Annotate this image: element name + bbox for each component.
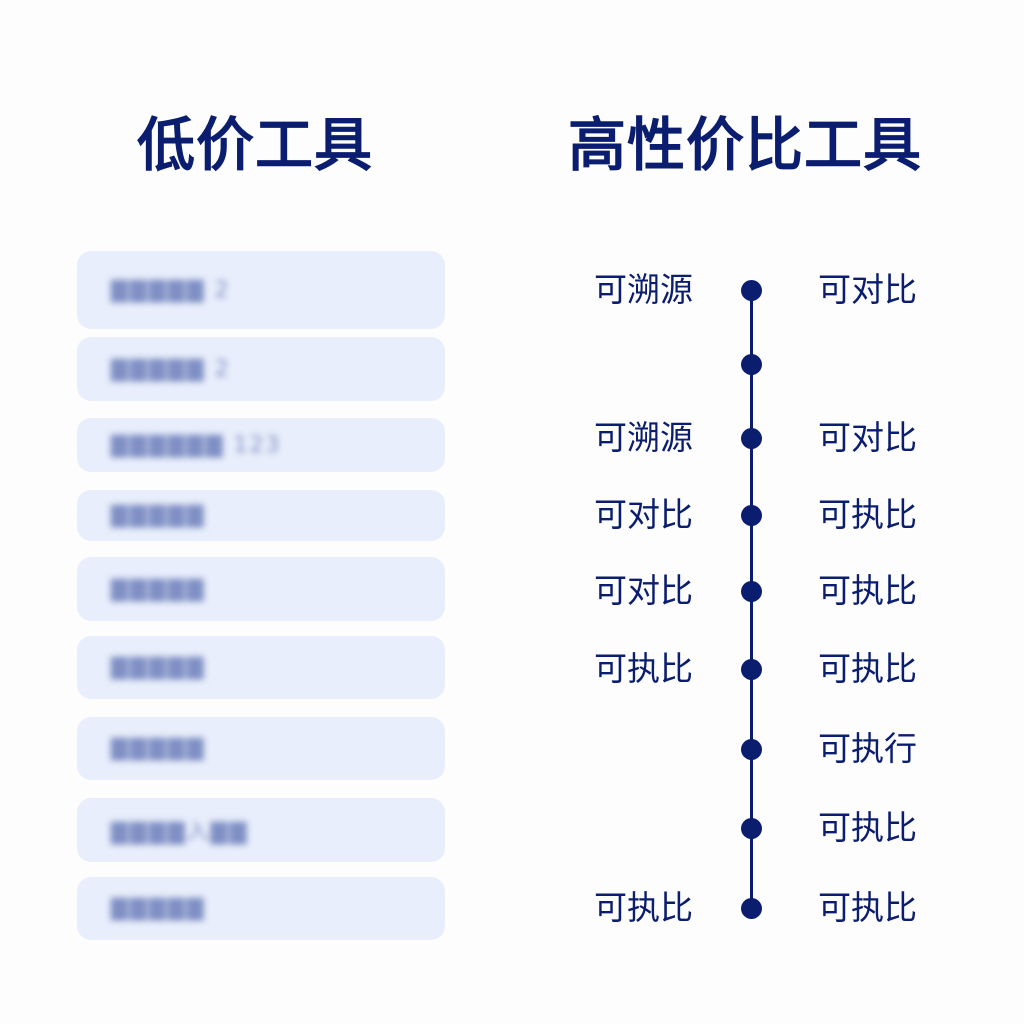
list-item-text: ▇▇▇▇入▇▇ (111, 820, 249, 845)
timeline-right-label: 可执比 (818, 495, 917, 534)
left-title: 低价工具 (136, 111, 373, 179)
list-item: ▇▇▇▇▇▇ 123 (77, 418, 445, 472)
list-item-text: ▇▇▇▇▇ (111, 736, 206, 761)
list-item-text: ▇▇▇▇▇ (111, 655, 206, 680)
list-item: ▇▇▇▇▇ (77, 877, 445, 940)
list-item: ▇▇▇▇▇ (77, 717, 445, 780)
timeline-node (741, 581, 762, 602)
timeline-right-label: 可执比 (818, 808, 917, 847)
timeline-right-label: 可执行 (818, 729, 917, 768)
timeline-node (741, 354, 762, 375)
timeline-right-label: 可对比 (818, 418, 917, 457)
timeline-right-label: 可执比 (818, 888, 917, 927)
timeline-left-label: 可对比 (594, 571, 693, 610)
right-title: 高性价比工具 (567, 111, 922, 179)
timeline-node (741, 428, 762, 449)
timeline-right-label: 可执比 (818, 571, 917, 610)
list-item: ▇▇▇▇▇ (77, 636, 445, 699)
list-item: ▇▇▇▇入▇▇ (77, 798, 445, 862)
list-item-text: ▇▇▇▇▇ 2 (111, 356, 231, 382)
list-item: ▇▇▇▇▇ (77, 557, 445, 621)
timeline-node (741, 739, 762, 760)
timeline-node (741, 505, 762, 526)
list-item: ▇▇▇▇▇ 2 (77, 251, 445, 329)
low-price-list: ▇▇▇▇▇ 2 ▇▇▇▇▇ 2 ▇▇▇▇▇▇ 123 ▇▇▇▇▇ ▇▇▇▇▇ ▇… (77, 0, 445, 1024)
timeline-right-label: 可对比 (818, 270, 917, 309)
timeline-node (741, 659, 762, 680)
list-item-text: ▇▇▇▇▇ (111, 576, 206, 602)
timeline-node (741, 898, 762, 919)
list-item: ▇▇▇▇▇ (77, 490, 445, 541)
timeline-left-label: 可溯源 (594, 270, 693, 309)
timeline-node (741, 818, 762, 839)
list-item-text: ▇▇▇▇▇ (111, 503, 206, 528)
timeline-right-label: 可执比 (818, 649, 917, 688)
timeline-left-label: 可对比 (594, 495, 693, 534)
list-item-text: ▇▇▇▇▇ 2 (111, 277, 231, 303)
list-item: ▇▇▇▇▇ 2 (77, 337, 445, 401)
timeline-node (741, 280, 762, 301)
timeline-left-label: 可执比 (594, 888, 693, 927)
list-item-text: ▇▇▇▇▇▇ 123 (111, 432, 282, 458)
list-item-text: ▇▇▇▇▇ (111, 896, 206, 921)
timeline-left-label: 可执比 (594, 649, 693, 688)
timeline-left-label: 可溯源 (594, 418, 693, 457)
